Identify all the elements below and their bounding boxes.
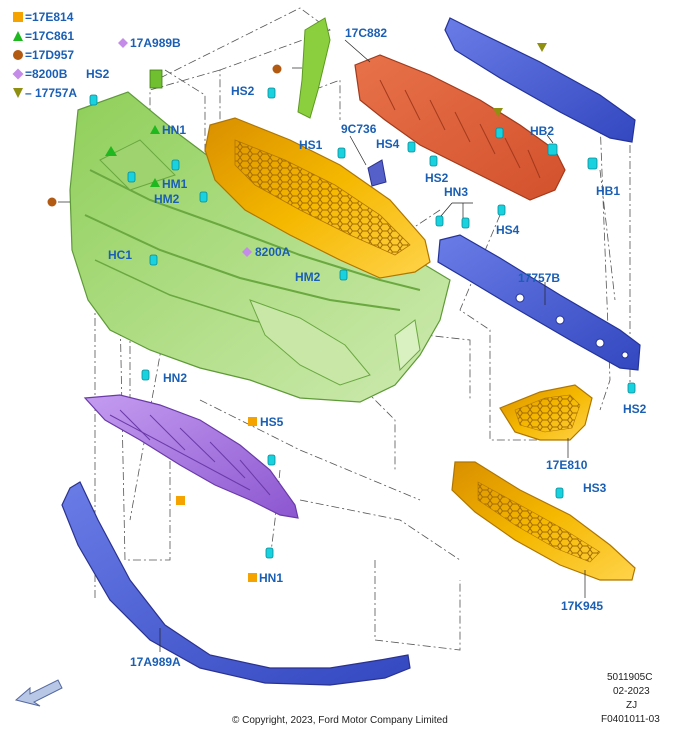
legend-label-17e814: =17E814 bbox=[25, 10, 74, 24]
fastener-hn1-bottom bbox=[265, 547, 274, 559]
fastener-hs2-right bbox=[627, 382, 636, 394]
circle-icon bbox=[12, 49, 24, 61]
legend-item-triangle: =17C861 bbox=[12, 30, 74, 42]
label-hs4-top: HS4 bbox=[376, 137, 400, 151]
legend-label-17d957: =17D957 bbox=[25, 48, 75, 62]
triangle-icon bbox=[12, 30, 24, 42]
part-17k945-lower-grille bbox=[451, 461, 636, 581]
triangle-marker-hn1 bbox=[150, 125, 160, 134]
small-clip-green bbox=[149, 69, 163, 89]
reference-markers bbox=[47, 38, 547, 582]
illustration-code: 5011905C bbox=[607, 672, 653, 683]
label-hs2-left: HS2 bbox=[86, 67, 110, 81]
label-8200a: 8200A bbox=[255, 245, 291, 259]
fastener-hs2-mid bbox=[429, 155, 438, 167]
label-hb1: HB1 bbox=[596, 184, 621, 198]
fastener-hs4-mid bbox=[497, 204, 506, 216]
square-marker-bracket bbox=[176, 496, 185, 505]
fastener-hn3-b bbox=[461, 217, 470, 229]
label-hm2-left: HM2 bbox=[154, 192, 180, 206]
fastener-hb1 bbox=[587, 157, 598, 170]
label-hn2: HN2 bbox=[163, 371, 188, 385]
legend-item-diamond: =8200B bbox=[12, 68, 67, 80]
legend-item-tri-down: – 17757A bbox=[12, 87, 77, 99]
part-17e810-side-grille bbox=[499, 384, 593, 441]
fastener-hm2-left bbox=[199, 191, 208, 203]
fastener-hs5 bbox=[267, 454, 276, 466]
fasteners bbox=[89, 87, 636, 559]
triangle-marker-left bbox=[105, 146, 117, 156]
fastener-hm1 bbox=[127, 171, 136, 183]
fastener-hs1 bbox=[337, 147, 346, 159]
diamond-marker-17a989b bbox=[118, 38, 128, 48]
label-hs1: HS1 bbox=[299, 138, 323, 152]
label-17e810: 17E810 bbox=[546, 458, 588, 472]
fastener-hn3-a bbox=[435, 215, 444, 227]
fastener-hs2-top bbox=[267, 87, 276, 99]
square-icon bbox=[12, 11, 24, 23]
label-hn1-bottom: HN1 bbox=[259, 571, 284, 585]
label-17c882: 17C882 bbox=[345, 26, 388, 40]
fastener-hs4-top bbox=[407, 141, 416, 153]
illustration-ref: F0401011-03 bbox=[601, 714, 660, 725]
fastener-17757a bbox=[495, 127, 504, 139]
square-marker-hs5 bbox=[248, 417, 257, 426]
label-hs2-top: HS2 bbox=[231, 84, 255, 98]
label-pointers bbox=[58, 39, 586, 652]
label-hs5: HS5 bbox=[260, 415, 284, 429]
circle-marker-left bbox=[47, 197, 57, 207]
fastener-hs2-left bbox=[89, 94, 98, 106]
label-17a989b: 17A989B bbox=[130, 36, 181, 50]
part-17a989a-lip bbox=[61, 481, 411, 686]
legend-label-17c861: =17C861 bbox=[25, 29, 75, 43]
illustration-author: ZJ bbox=[626, 700, 638, 711]
front-direction-arrow-icon bbox=[14, 679, 63, 707]
label-hs2-mid: HS2 bbox=[425, 171, 449, 185]
fastener-hn2 bbox=[141, 369, 150, 381]
label-hb2: HB2 bbox=[530, 124, 555, 138]
label-9c736: 9C736 bbox=[341, 122, 377, 136]
legend-item-square: =17E814 bbox=[12, 11, 73, 23]
tri-down-marker-a bbox=[537, 43, 547, 52]
label-hn1-top: HN1 bbox=[162, 123, 187, 137]
triangle-marker-hm1 bbox=[150, 178, 160, 187]
part-purple-bracket bbox=[83, 394, 299, 519]
legend-label-17757a: – 17757A bbox=[25, 86, 78, 100]
part-17c882-absorber bbox=[354, 54, 566, 201]
part-17757b-beam bbox=[437, 234, 641, 371]
fastener-hs3 bbox=[555, 487, 564, 499]
copyright-notice: © Copyright, 2023, Ford Motor Company Li… bbox=[232, 715, 448, 726]
label-hs2-right: HS2 bbox=[623, 402, 647, 416]
fastener-hc1 bbox=[149, 254, 158, 266]
label-hm2-mid: HM2 bbox=[295, 270, 321, 284]
part-9c736-bracket bbox=[367, 159, 387, 187]
label-hs3: HS3 bbox=[583, 481, 607, 495]
square-marker-hn1 bbox=[248, 573, 257, 582]
fastener-hn1-top bbox=[171, 159, 180, 171]
legend-item-circle: =17D957 bbox=[12, 49, 74, 61]
triangle-down-icon bbox=[12, 87, 24, 99]
label-hc1: HC1 bbox=[108, 248, 133, 262]
part-17a989b bbox=[297, 17, 331, 119]
label-17k945: 17K945 bbox=[561, 599, 604, 613]
legend-label-8200b: =8200B bbox=[25, 67, 68, 81]
fastener-hb2 bbox=[547, 143, 558, 156]
diamond-marker-8200a bbox=[242, 247, 252, 257]
part-17757a-beam bbox=[444, 17, 636, 143]
part-8200a-grille bbox=[204, 117, 431, 279]
label-17a989a: 17A989A bbox=[130, 655, 181, 669]
circle-marker-top bbox=[272, 64, 282, 74]
part-bumper-cover bbox=[69, 91, 451, 403]
illustration-date: 02-2023 bbox=[613, 686, 650, 697]
label-hs4-mid: HS4 bbox=[496, 223, 520, 237]
diamond-icon bbox=[12, 68, 24, 80]
label-hn3: HN3 bbox=[444, 185, 469, 199]
tri-down-marker-b bbox=[493, 108, 503, 117]
label-hm1: HM1 bbox=[162, 177, 188, 191]
label-17757b: 17757B bbox=[518, 271, 561, 285]
fastener-hm2-mid bbox=[339, 269, 348, 281]
